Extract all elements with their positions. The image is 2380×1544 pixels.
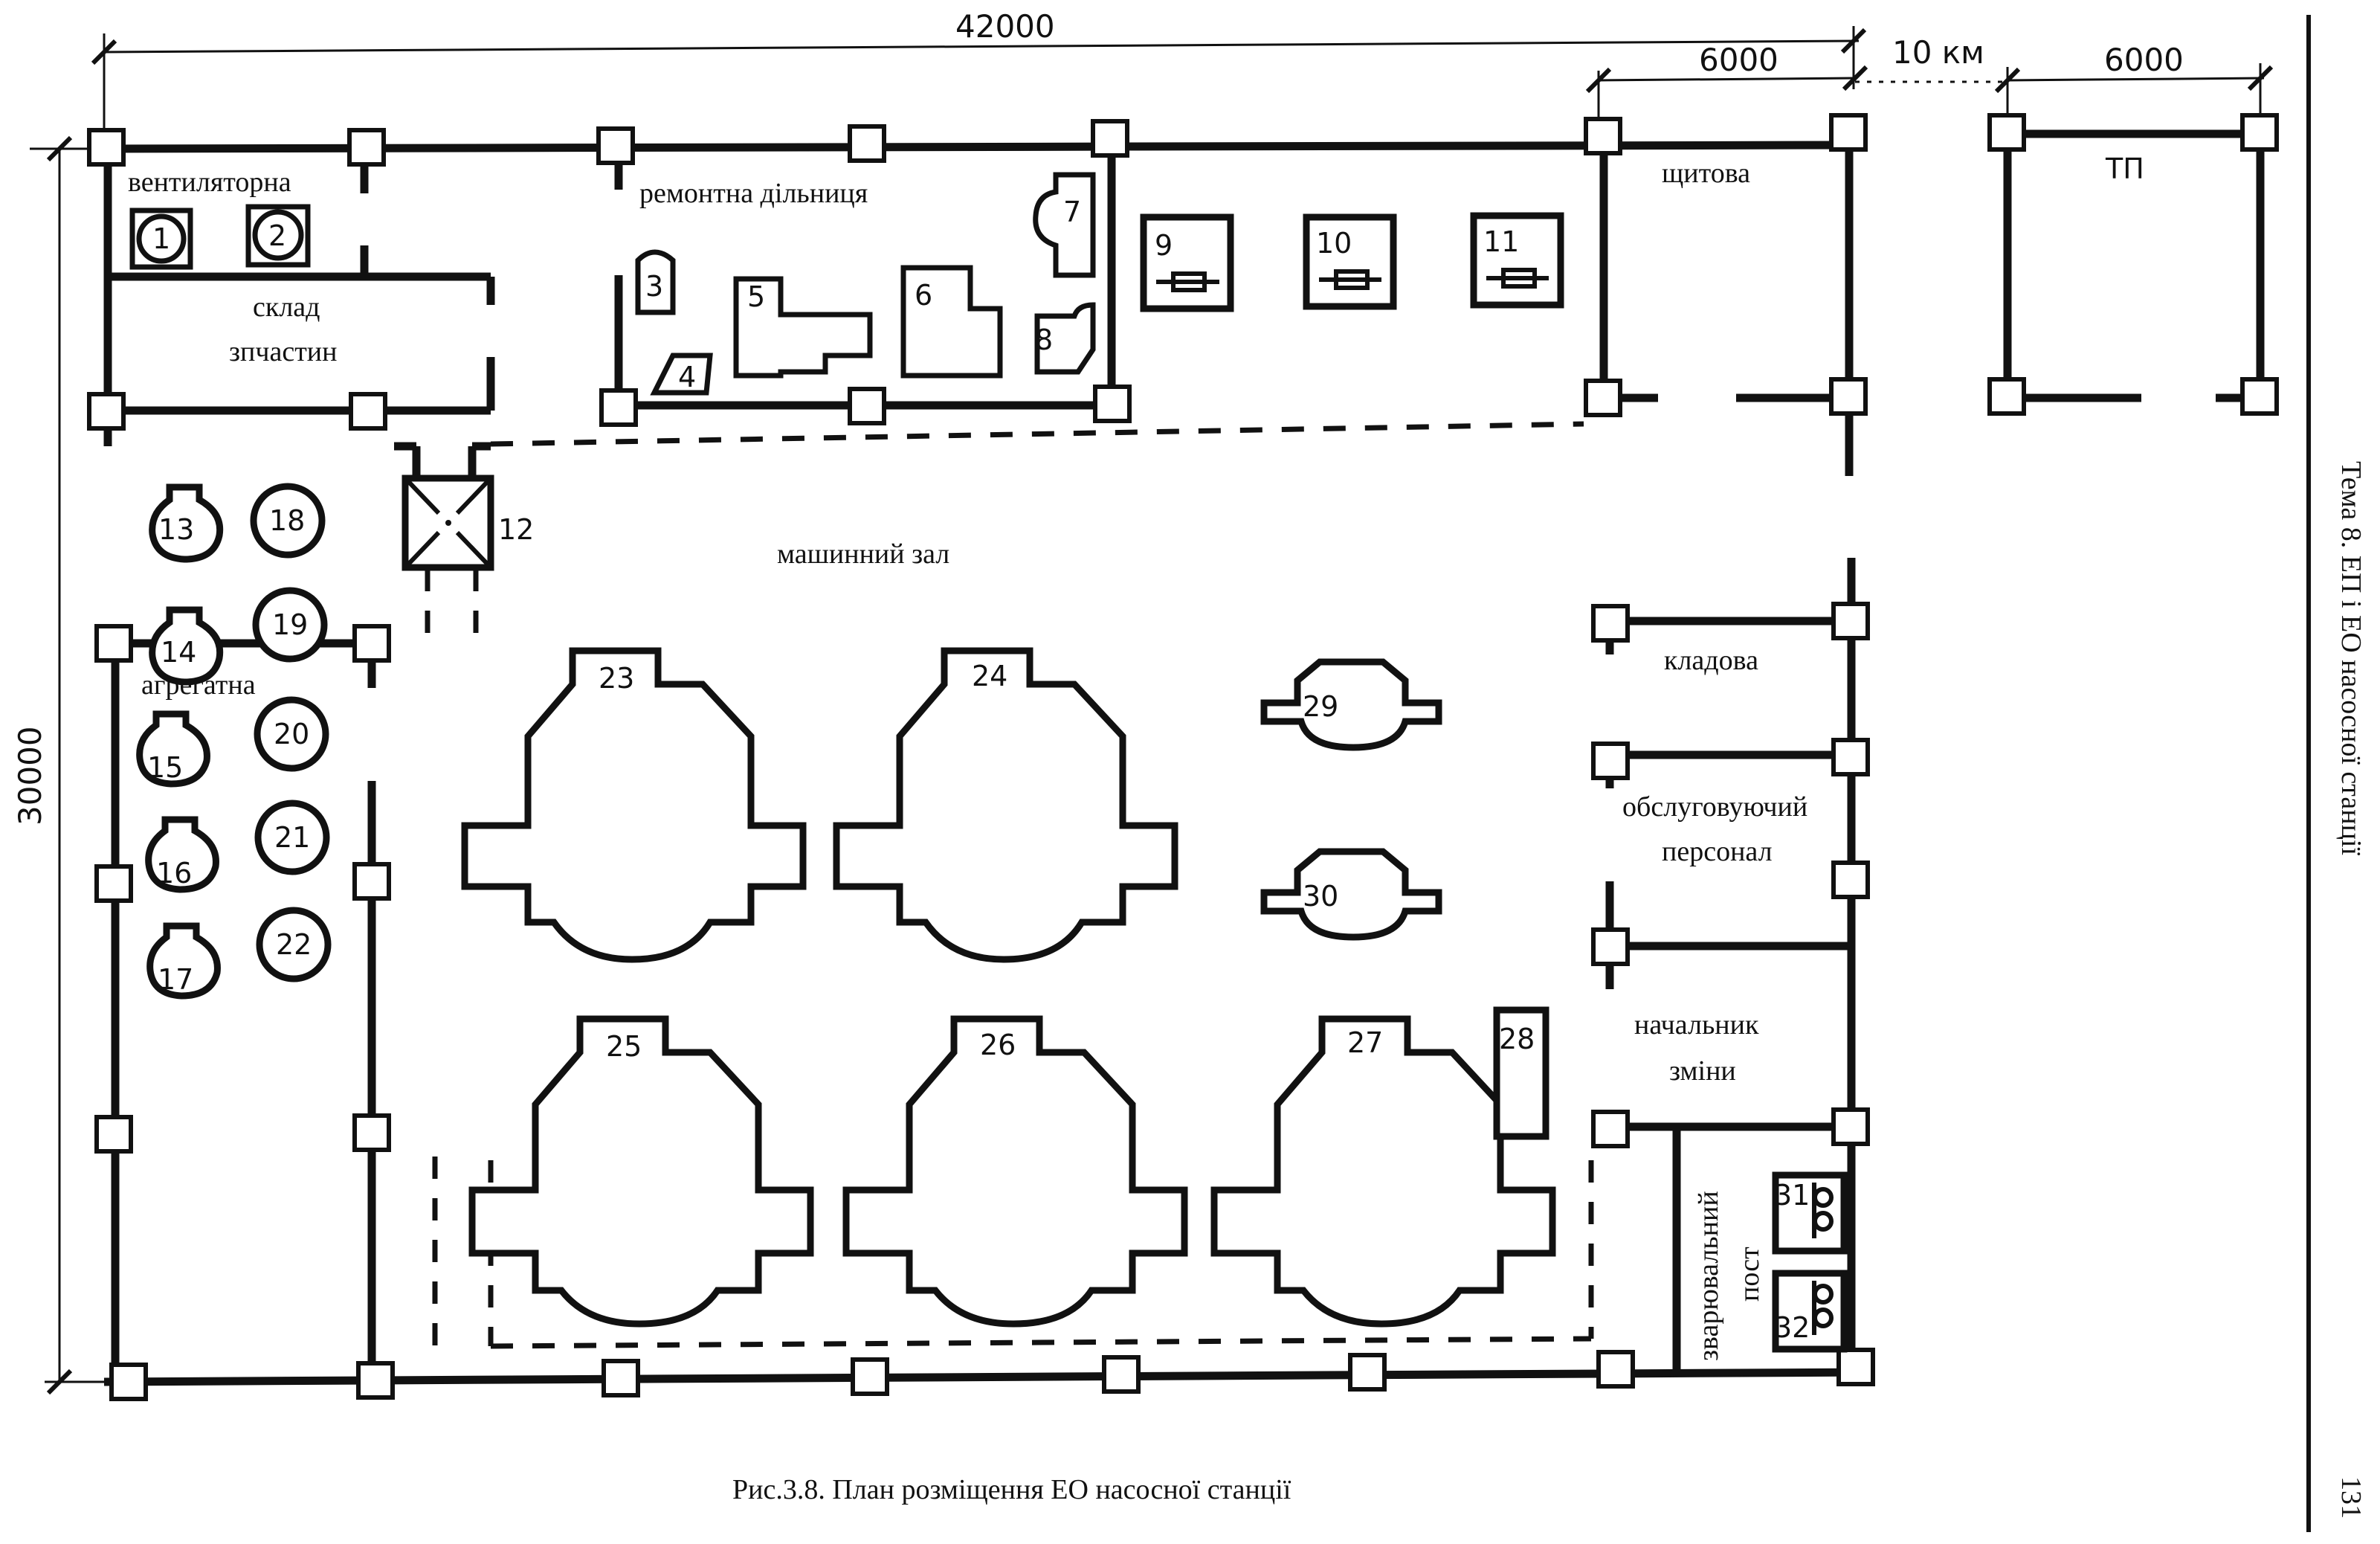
- equipment-number: 17: [158, 963, 193, 996]
- room-label-shield: щитова: [1662, 158, 1750, 189]
- dim-tp-width: 6000: [2104, 42, 2184, 78]
- pump-units: [461, 647, 1556, 1328]
- equipment-number: 22: [276, 928, 312, 961]
- equipment-number: 19: [272, 608, 308, 641]
- room-label-warehouse-2: зпчастин: [229, 336, 337, 367]
- equipment-number: 25: [606, 1030, 642, 1063]
- equipment-number: 24: [972, 660, 1007, 692]
- room-label-ventilation: вентиляторна: [128, 167, 291, 198]
- aggregate-units: [136, 483, 332, 1000]
- equipment-numbers: 1 2 3 4 5 6 7 8 9 10 11 12 13 14 15 16 1…: [147, 196, 1810, 1344]
- equipment-number: 6: [915, 279, 932, 312]
- page-number: 131: [2335, 1476, 2367, 1519]
- equipment-number: 29: [1303, 690, 1338, 723]
- side-header: Тема 8. ЕП і ЕО насосної станції: [2335, 461, 2367, 855]
- equipment-number: 31: [1774, 1179, 1810, 1212]
- equipment-number: 2: [268, 219, 286, 252]
- dim-height: 30000: [12, 726, 48, 826]
- dim-top-total: 42000: [955, 8, 1055, 45]
- equipment-number: 5: [747, 280, 765, 313]
- room-label-staff-2: персонал: [1662, 836, 1773, 867]
- equipment-number: 21: [274, 821, 310, 854]
- equipment-number: 28: [1499, 1023, 1535, 1055]
- fan-units: [129, 204, 311, 270]
- equipment-number: 32: [1774, 1311, 1810, 1344]
- equipment-number: 3: [645, 270, 663, 303]
- room-label-shift-2: зміни: [1669, 1055, 1736, 1087]
- panels: [1140, 212, 1564, 312]
- equipment-number: 4: [678, 361, 696, 393]
- columns: [87, 113, 2279, 1401]
- equipment-number: 20: [274, 718, 309, 750]
- equipment-number: 30: [1303, 880, 1338, 913]
- room-label-welding-1: зварювальний: [1693, 1191, 1724, 1361]
- room-label-warehouse-1: склад: [253, 292, 320, 323]
- small-pumps: [1260, 658, 1549, 1140]
- equipment-number: 16: [156, 857, 192, 890]
- equipment-number: 9: [1155, 229, 1173, 262]
- room-label-welding-2: пост: [1734, 1247, 1765, 1302]
- figure-caption: Рис.3.8. План розміщення ЕО насосної ста…: [732, 1474, 1291, 1505]
- equipment-number: 8: [1035, 324, 1053, 356]
- equipment-number: 11: [1483, 225, 1519, 258]
- welding-units: [1772, 1171, 1848, 1353]
- equipment-number: 27: [1347, 1026, 1383, 1059]
- room-label-aggregate: агрегатна: [141, 669, 256, 701]
- repair-equipment: [635, 172, 1096, 396]
- equipment-number: 23: [599, 662, 634, 695]
- walls: [103, 129, 2265, 1386]
- equipment-number: 12: [498, 513, 534, 546]
- dim-shield-width: 6000: [1699, 42, 1778, 78]
- equipment-number: 15: [147, 751, 183, 784]
- lift-unit: [401, 475, 494, 571]
- dim-gap: 10 км: [1892, 34, 1984, 71]
- room-label-tp: ТП: [2105, 152, 2144, 185]
- room-label-storage: кладова: [1664, 645, 1758, 676]
- room-label-staff-1: обслуговуючий: [1622, 791, 1807, 823]
- equipment-number: 7: [1063, 196, 1081, 228]
- equipment-number: 13: [158, 513, 194, 546]
- equipment-number: 26: [980, 1029, 1016, 1061]
- equipment-number: 14: [161, 636, 196, 669]
- equipment-number: 18: [269, 504, 305, 537]
- equipment-number: 10: [1316, 227, 1352, 260]
- equipment-number: 1: [152, 222, 170, 255]
- room-label-shift-1: начальник: [1634, 1009, 1759, 1040]
- room-label-machine-hall: машинний зал: [777, 538, 949, 570]
- room-label-repair: ремонтна дільниця: [639, 178, 868, 209]
